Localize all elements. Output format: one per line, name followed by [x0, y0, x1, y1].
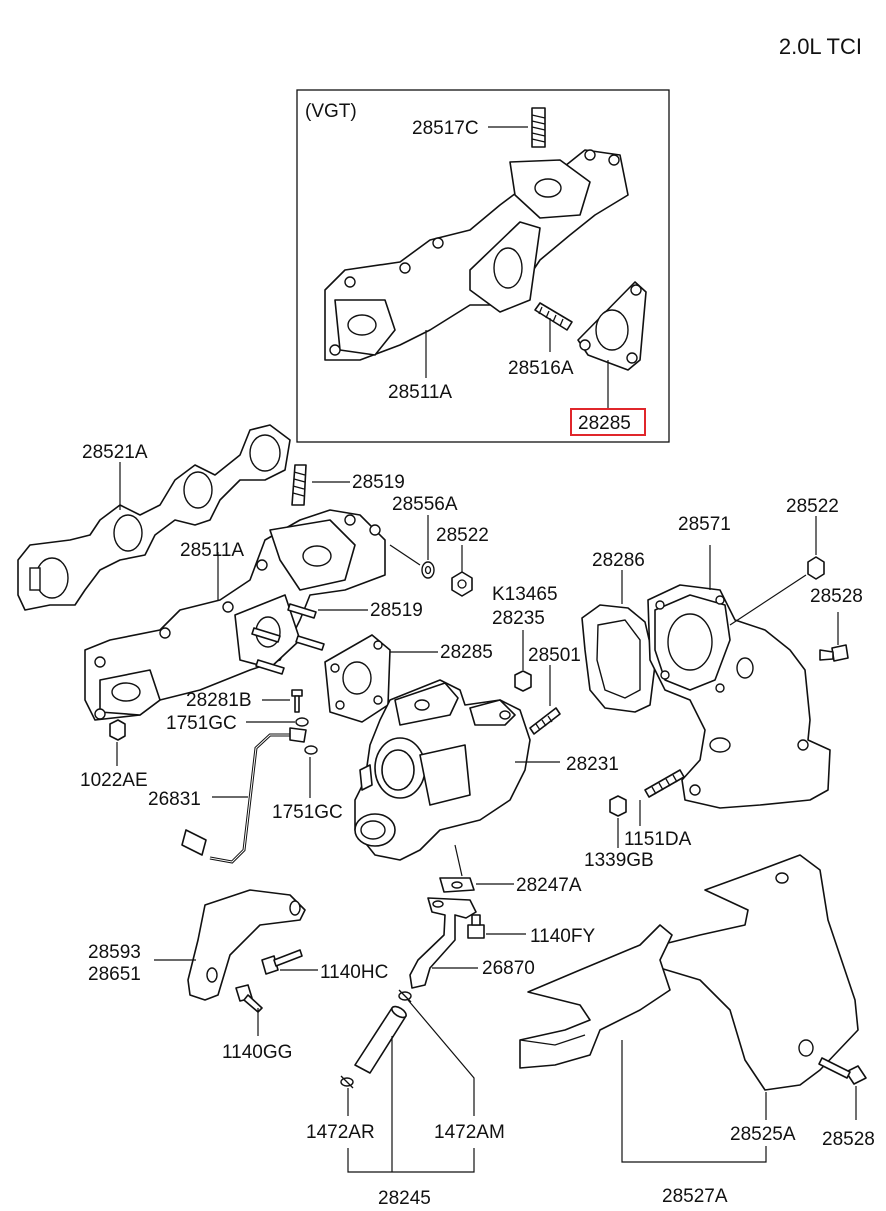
bolt-28528-bottom[interactable] — [818, 1057, 867, 1085]
label-28231: 28231 — [566, 754, 619, 775]
nut-28522-right[interactable] — [807, 556, 825, 580]
label-28511a-inset: 28511A — [388, 382, 452, 403]
clamp-1472am[interactable] — [398, 989, 412, 1003]
label-1140fy: 1140FY — [530, 926, 595, 947]
exhaust-elbow-28571[interactable] — [647, 584, 831, 809]
label-28285-highlighted[interactable]: 28285 — [578, 413, 631, 434]
label-28593: 28593 — [88, 942, 141, 963]
inset-frame — [296, 89, 670, 443]
label-28501: 28501 — [528, 645, 581, 666]
label-26831: 26831 — [148, 789, 201, 810]
label-28522-upper: 28522 — [436, 525, 489, 546]
label-26870: 26870 — [482, 958, 535, 979]
gasket-28247a[interactable] — [439, 877, 475, 893]
label-28516a: 28516A — [508, 358, 574, 379]
heat-protector-28525a[interactable] — [644, 854, 859, 1091]
oil-return-pipe-26870[interactable] — [409, 897, 477, 989]
manifold-gasket-28521a[interactable] — [17, 424, 291, 611]
label-28235: 28235 — [492, 608, 545, 629]
label-28528-bottom: 28528 — [822, 1129, 875, 1150]
heat-protector-28527a[interactable] — [519, 924, 673, 1069]
oil-feed-pipe-26831[interactable] — [181, 727, 318, 864]
label-28651: 28651 — [88, 964, 141, 985]
vgt-inset: (VGT) — [296, 89, 670, 443]
label-28245: 28245 — [378, 1188, 431, 1209]
stud-1151da[interactable] — [644, 769, 685, 798]
inset-title: (VGT) — [305, 101, 357, 122]
label-28247a: 28247A — [516, 875, 582, 896]
bolt-1140fy[interactable] — [467, 914, 485, 939]
highlight-box-28285 — [570, 408, 646, 436]
label-1339gb: 1339GB — [584, 850, 654, 871]
nut-1339gb[interactable] — [609, 795, 627, 817]
bolt-28528-right[interactable] — [819, 644, 849, 662]
label-1151da: 1151DA — [624, 829, 692, 850]
label-1022ae: 1022AE — [80, 770, 148, 791]
stud-28519-upper[interactable] — [291, 464, 307, 506]
label-28511a: 28511A — [180, 540, 244, 561]
bolt-1140hc[interactable] — [261, 949, 303, 975]
gasket-28286[interactable] — [581, 604, 656, 713]
bolt-28281b[interactable] — [291, 689, 303, 713]
stud-28519-lower[interactable] — [251, 603, 325, 675]
label-28519-lower: 28519 — [370, 600, 423, 621]
gasket-28285-inset[interactable] — [577, 281, 647, 371]
hose-28245[interactable] — [354, 1004, 408, 1074]
label-28521a: 28521A — [82, 442, 148, 463]
label-k13465: K13465 — [492, 584, 558, 605]
washer-28556a[interactable] — [421, 561, 435, 579]
clamp-1472ar[interactable] — [340, 1075, 354, 1089]
label-28571: 28571 — [678, 514, 731, 535]
label-28525a: 28525A — [730, 1124, 796, 1145]
turbocharger-28231[interactable] — [354, 679, 531, 861]
stud-28516a[interactable] — [534, 302, 573, 331]
label-28285: 28285 — [440, 642, 493, 663]
label-28556a: 28556A — [392, 494, 458, 515]
label-1140hc: 1140HC — [320, 962, 388, 983]
label-1472ar: 1472AR — [306, 1122, 375, 1143]
label-28286: 28286 — [592, 550, 645, 571]
bolt-1140gg[interactable] — [235, 984, 263, 1013]
label-28527a: 28527A — [662, 1186, 728, 1207]
gasket-1751gc-top[interactable] — [295, 717, 309, 727]
label-28281b: 28281B — [186, 690, 252, 711]
label-28519-upper: 28519 — [352, 472, 405, 493]
stud-28517c[interactable] — [531, 107, 546, 148]
nut-28522-upper[interactable] — [451, 571, 473, 597]
inset-exhaust-manifold[interactable] — [324, 149, 629, 361]
bracket-28593-28651[interactable] — [187, 889, 306, 1001]
label-28528-right: 28528 — [810, 586, 863, 607]
stud-28501[interactable] — [529, 707, 561, 735]
engine-label: 2.0L TCI — [779, 34, 862, 59]
label-1472am: 1472AM — [434, 1122, 505, 1143]
nut-28235[interactable] — [514, 670, 532, 692]
label-1751gc-bottom: 1751GC — [272, 802, 343, 823]
label-1140gg: 1140GG — [222, 1042, 292, 1063]
label-28522-right: 28522 — [786, 496, 839, 517]
label-1751gc-top: 1751GC — [166, 713, 237, 734]
nut-1022ae[interactable] — [109, 719, 126, 741]
gasket-28285-turbo[interactable] — [324, 634, 391, 723]
label-28517c: 28517C — [412, 118, 479, 139]
